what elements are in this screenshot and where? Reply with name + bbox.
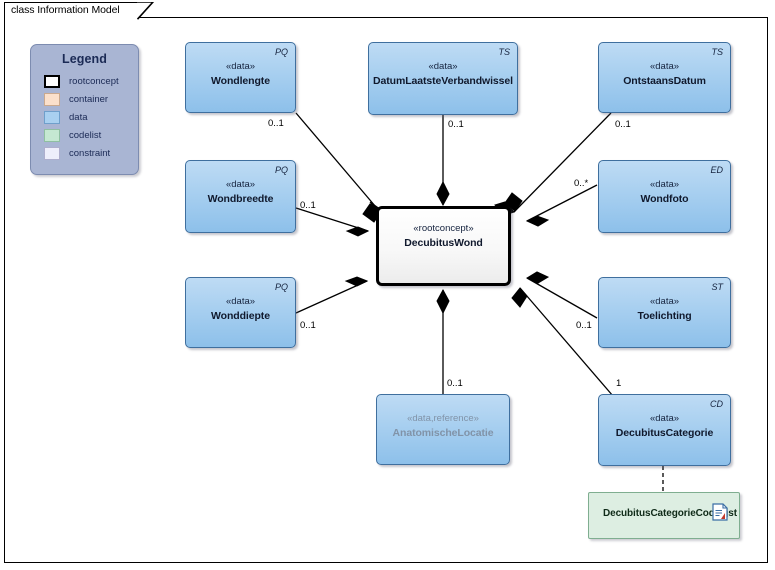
class-node-wondbreedte[interactable]: PQ «data» Wondbreedte: [185, 160, 296, 233]
type-tag-ed: ED: [710, 165, 723, 175]
multiplicity-decubituscategorie: 1: [616, 378, 622, 389]
legend-panel: Legend rootconcept container data codeli…: [30, 44, 139, 175]
class-node-wondlengte[interactable]: PQ «data» Wondlengte: [185, 42, 296, 113]
diagram-title-tab-slant: [137, 2, 155, 20]
stereotype-label: «data»: [649, 61, 680, 72]
legend-swatch-constraint: [44, 146, 60, 160]
class-node-decubituscategoriecodelijst[interactable]: DecubitusCategorieCodelijst: [588, 492, 740, 539]
multiplicity-wondbreedte: 0..1: [300, 200, 316, 211]
legend-label-rootconcept: rootconcept: [69, 75, 119, 87]
stereotype-label: «data»: [225, 296, 256, 307]
class-node-wondfoto[interactable]: ED «data» Wondfoto: [598, 160, 731, 233]
stereotype-label: «data»: [225, 179, 256, 190]
class-name-label: DatumLaatsteVerbandwissel: [373, 75, 513, 87]
stereotype-label: «rootconcept»: [413, 223, 474, 234]
class-name-label: Wondlengte: [211, 75, 270, 87]
type-tag-ts: TS: [711, 47, 723, 57]
stereotype-label: «data,reference»: [407, 413, 479, 424]
class-node-wonddiepte[interactable]: PQ «data» Wonddiepte: [185, 277, 296, 348]
diagram-frame: [4, 17, 768, 563]
page-title: class Information Model: [11, 4, 120, 16]
type-tag-pq: PQ: [274, 47, 288, 57]
stereotype-label: «data»: [649, 296, 680, 307]
multiplicity-anatomischelocatie: 0..1: [447, 378, 463, 389]
stereotype-label: «data»: [649, 179, 680, 190]
class-name-label: OntstaansDatum: [623, 75, 706, 87]
legend-list: rootconcept container data codelist cons…: [31, 72, 138, 162]
legend-item-codelist: codelist: [44, 126, 138, 144]
legend-swatch-codelist: [44, 128, 60, 142]
legend-label-data: data: [69, 111, 88, 123]
class-node-ontstaansdatum[interactable]: TS «data» OntstaansDatum: [598, 42, 731, 113]
multiplicity-wondfoto: 0..*: [574, 178, 589, 189]
class-node-anatomischelocatie[interactable]: «data,reference» AnatomischeLocatie: [376, 394, 510, 465]
class-node-toelichting[interactable]: ST «data» Toelichting: [598, 277, 731, 348]
type-tag-pq: PQ: [274, 165, 288, 175]
legend-label-codelist: codelist: [69, 129, 102, 141]
class-node-decubituswond[interactable]: «rootconcept» DecubitusWond: [376, 206, 511, 286]
legend-item-constraint: constraint: [44, 144, 138, 162]
type-tag-ts: TS: [498, 47, 510, 57]
legend-swatch-rootconcept: [44, 74, 60, 88]
multiplicity-ontstaansdatum: 0..1: [615, 119, 631, 130]
type-tag-cd: CD: [710, 399, 723, 409]
legend-item-rootconcept: rootconcept: [44, 72, 138, 90]
legend-swatch-data: [44, 110, 60, 124]
type-tag-pq: PQ: [274, 282, 288, 292]
multiplicity-toelichting: 0..1: [576, 320, 592, 331]
class-name-label: Wondbreedte: [207, 193, 274, 205]
stereotype-label: «data»: [428, 61, 458, 72]
legend-swatch-container: [44, 92, 60, 106]
codelist-name-label: DecubitusCategorieCodelijst: [603, 508, 737, 519]
class-name-label: Wonddiepte: [211, 310, 270, 322]
class-name-label: DecubitusWond: [404, 237, 483, 249]
legend-item-container: container: [44, 90, 138, 108]
stereotype-label: «data»: [649, 413, 680, 424]
multiplicity-datumlaatsteverbandwissel: 0..1: [448, 119, 464, 130]
stereotype-label: «data»: [225, 61, 256, 72]
legend-label-constraint: constraint: [69, 147, 111, 159]
legend-item-data: data: [44, 108, 138, 126]
class-name-label: AnatomischeLocatie: [392, 427, 494, 439]
class-name-label: Toelichting: [637, 310, 692, 322]
legend-title: Legend: [61, 52, 108, 66]
multiplicity-wondlengte: 0..1: [268, 118, 284, 129]
class-name-label: DecubitusCategorie: [615, 427, 714, 439]
class-name-label: Wondfoto: [640, 193, 689, 205]
class-node-decubituscategorie[interactable]: CD «data» DecubitusCategorie: [598, 394, 731, 466]
document-icon: [712, 503, 728, 521]
diagram-title-tab: [4, 2, 138, 19]
legend-label-container: container: [69, 93, 109, 105]
class-node-datumlaatsteverbandwissel[interactable]: TS «data» DatumLaatsteVerbandwissel: [368, 42, 518, 115]
multiplicity-wonddiepte: 0..1: [300, 320, 316, 331]
type-tag-st: ST: [711, 282, 723, 292]
